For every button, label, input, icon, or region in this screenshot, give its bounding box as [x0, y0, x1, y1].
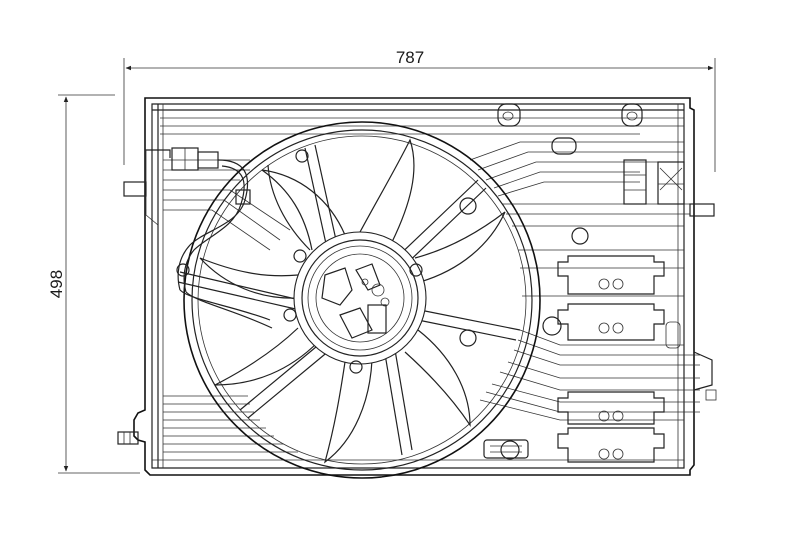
motor-hub: [293, 231, 427, 365]
clip-brackets: [557, 255, 717, 463]
fan-blades: [199, 138, 506, 464]
height-dimension: 498: [47, 94, 140, 474]
right-ribs: [469, 141, 700, 421]
label-plate: [483, 439, 529, 459]
fan-shroud-ring: [183, 121, 541, 479]
width-dimension-label: 787: [396, 48, 424, 67]
height-dimension-label: 498: [47, 270, 66, 298]
wiring-harness: [123, 147, 273, 329]
width-dimension: 787: [123, 48, 716, 172]
top-slots: [497, 103, 643, 155]
mounting-bosses: [176, 149, 589, 460]
lower-left-tab: [117, 431, 139, 445]
connector-block: [623, 159, 715, 217]
frame-outline: [133, 97, 695, 476]
